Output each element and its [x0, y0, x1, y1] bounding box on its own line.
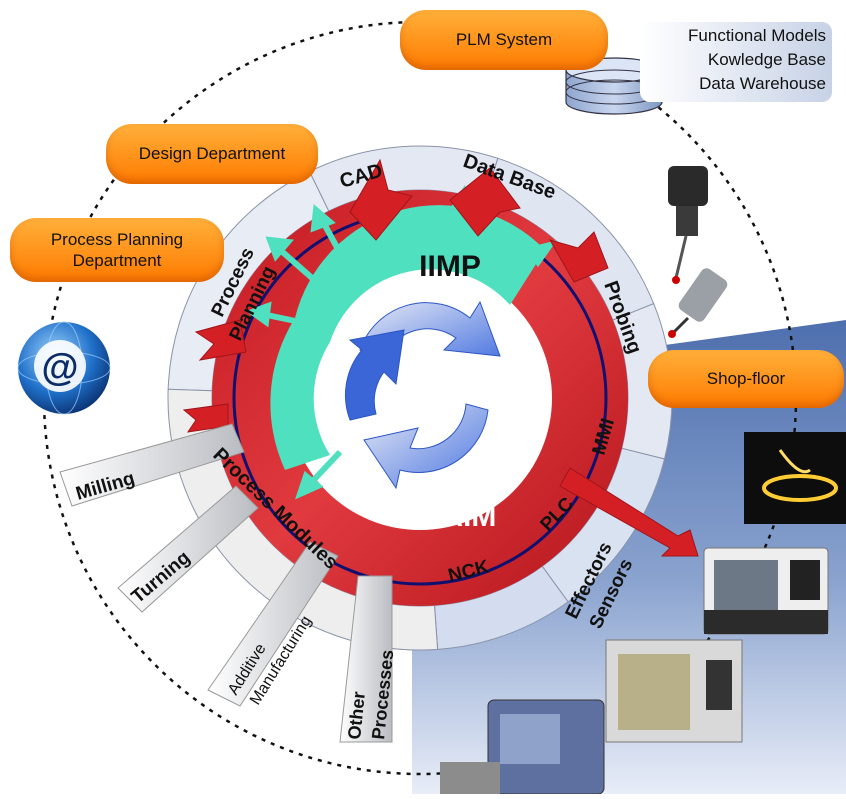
process-planning-line-2: Department	[72, 251, 162, 270]
spaim-label: SPAIM	[404, 500, 497, 533]
additive-tab	[207, 541, 339, 707]
cycle-arrows-icon	[344, 300, 501, 490]
cnc-lathe-image	[703, 547, 829, 635]
functional-models-text: Functional Models	[688, 26, 826, 45]
data-warehouse-text: Data Warehouse	[699, 74, 826, 93]
database-info-box: Functional Models Kowledge Base Data War…	[640, 22, 832, 102]
probe-head-image	[668, 166, 708, 284]
laser-process-image	[744, 432, 846, 524]
milling-tab	[59, 423, 245, 507]
design-department-pill: Design Department	[106, 124, 318, 184]
shop-floor-pill: Shop-floor	[648, 350, 844, 408]
web-globe-icon	[17, 321, 111, 415]
other-processes-tab	[339, 575, 393, 743]
iimp-label: IIMP	[419, 250, 481, 283]
turning-tab	[117, 485, 259, 613]
plm-system-pill: PLM System	[400, 10, 608, 70]
touch-probe-image	[668, 268, 728, 338]
machining-center-image	[605, 639, 743, 743]
process-planning-line-1: Process Planning	[50, 229, 184, 249]
process-planning-department-pill: Process Planning Department	[10, 218, 224, 282]
iimp-teal-wedge	[270, 205, 545, 470]
process-module-tabs	[59, 423, 393, 743]
other-label-1: Other	[344, 691, 369, 741]
red-arrows	[182, 158, 699, 557]
knowledge-base-text: Kowledge Base	[707, 50, 826, 69]
at-symbol: @	[41, 347, 78, 389]
